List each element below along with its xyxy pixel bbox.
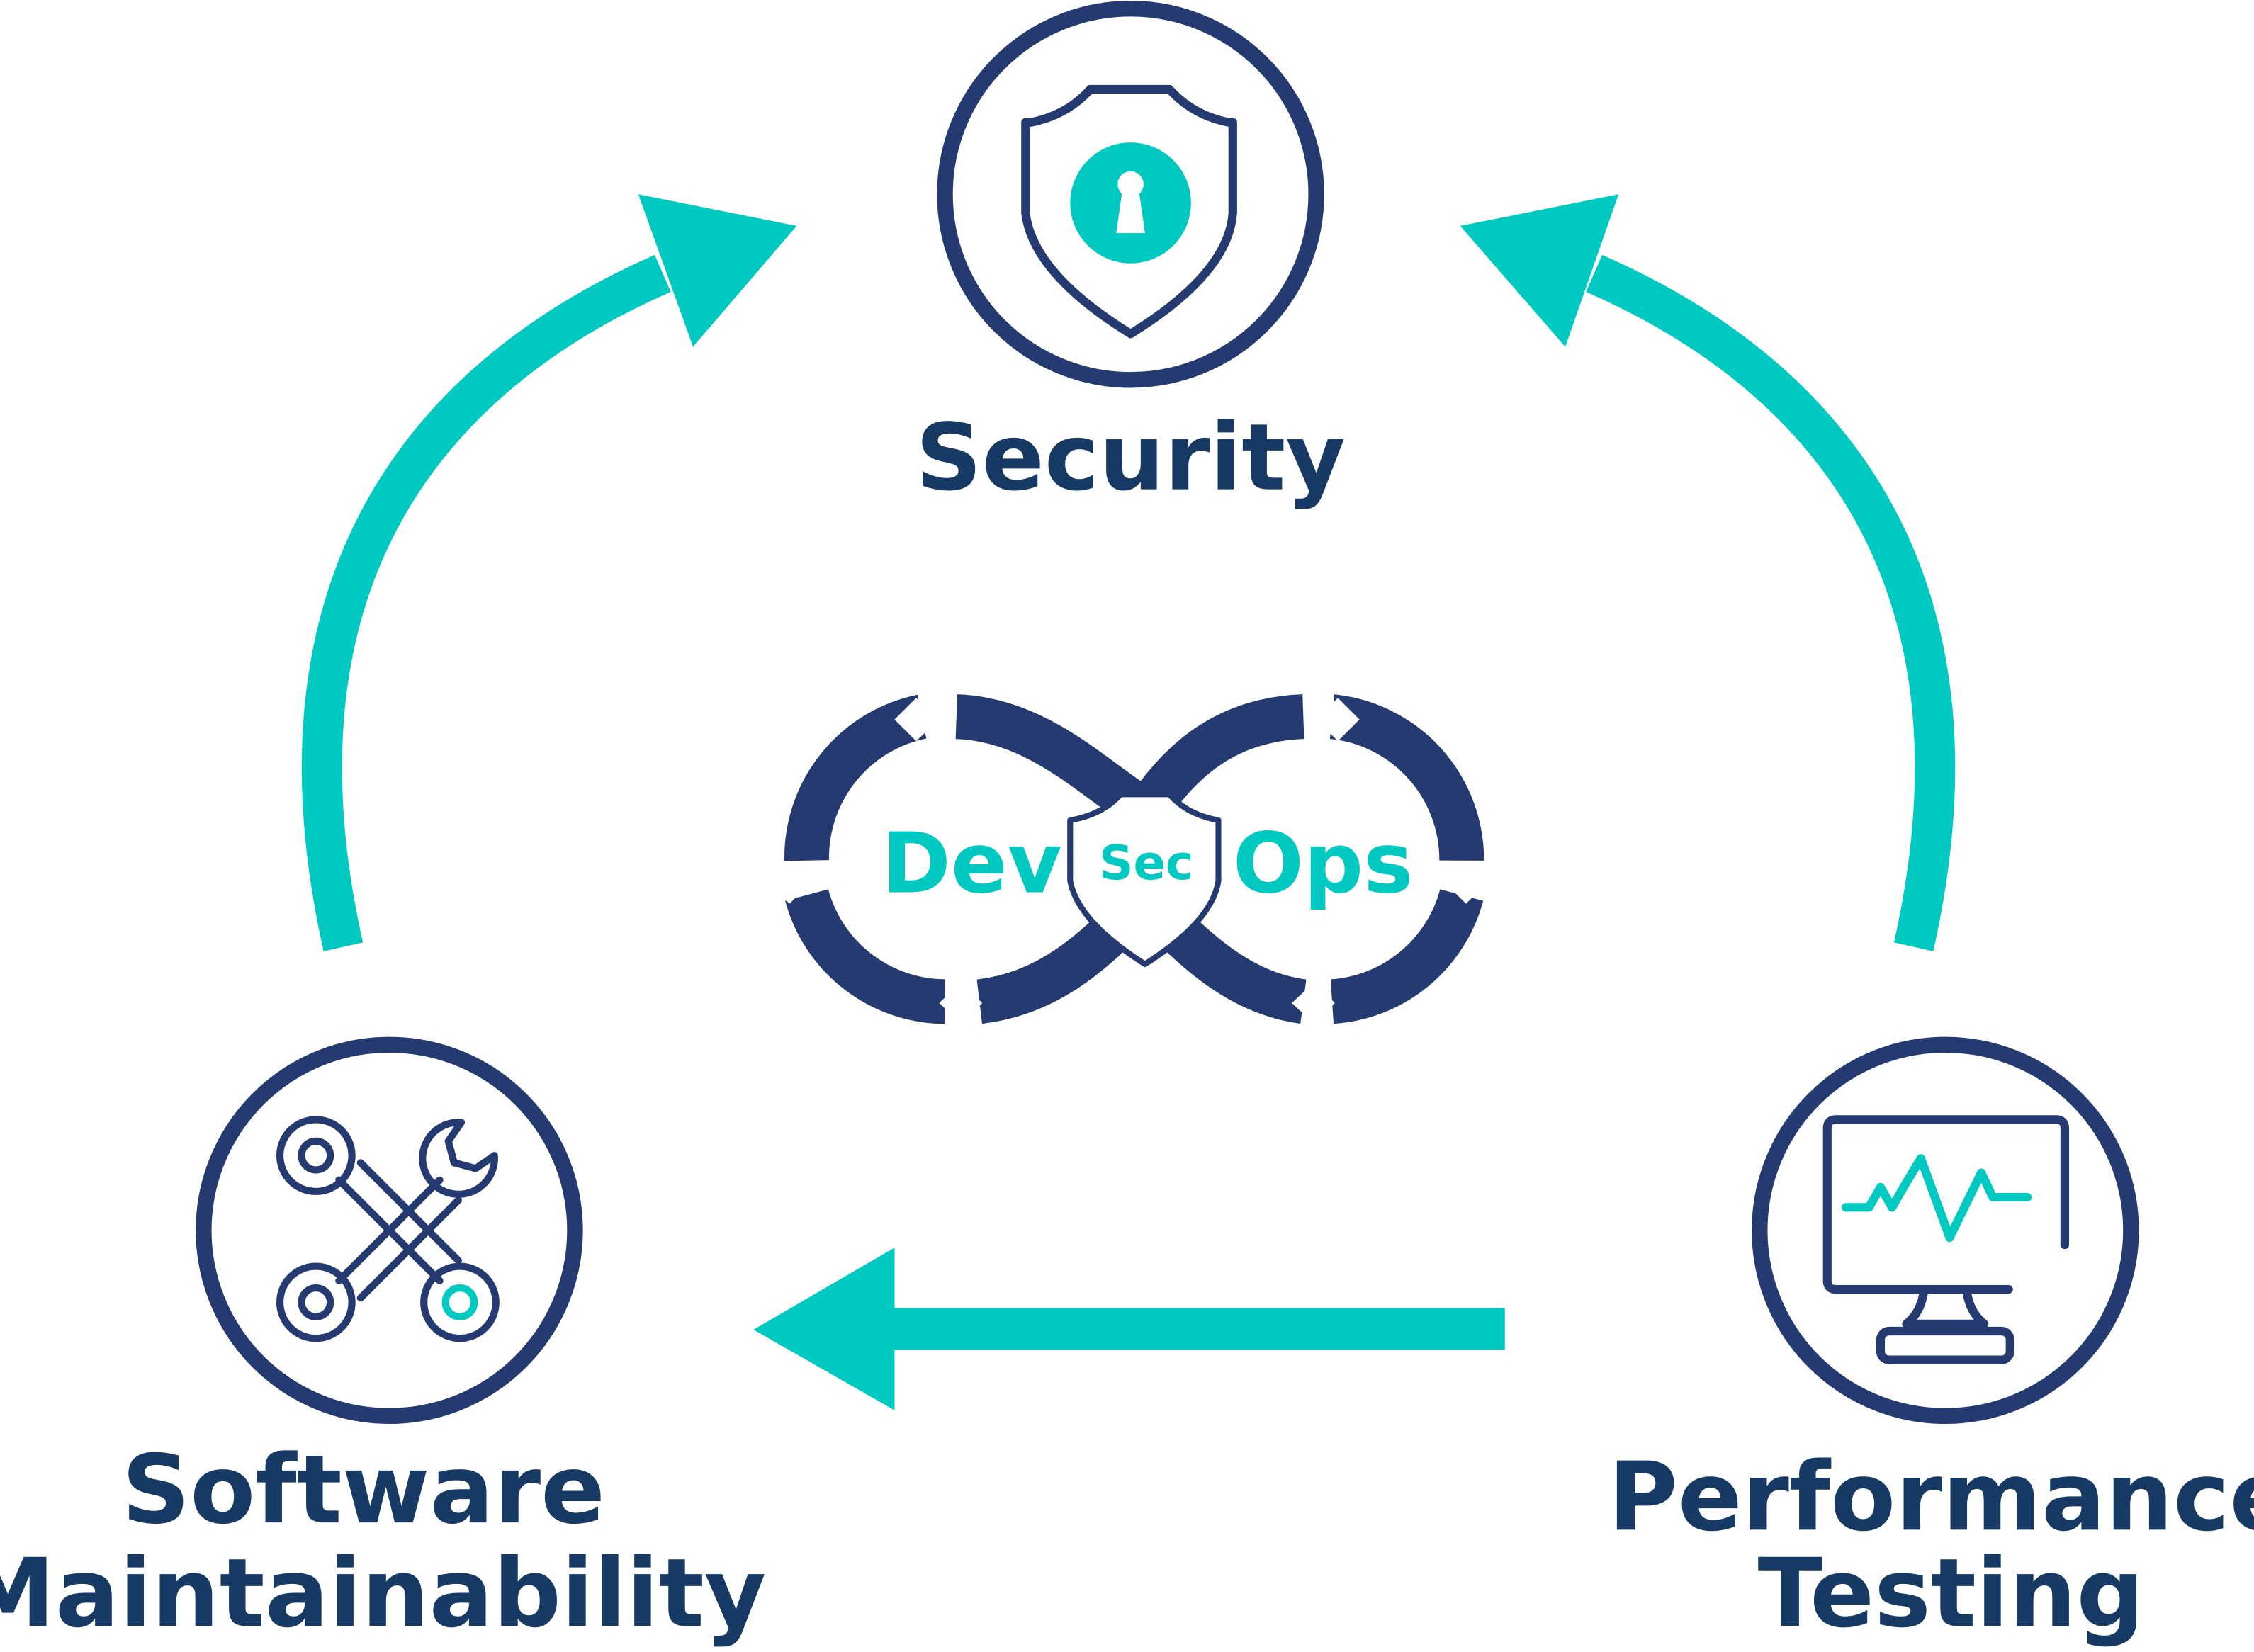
crossed-wrenches-icon xyxy=(276,1116,500,1342)
maintainability-label-line1: Software xyxy=(122,1435,605,1545)
arrow-performance-to-security xyxy=(1586,254,1956,951)
arrow-head-left xyxy=(638,194,797,347)
node-software-maintainability: Software Maintainability xyxy=(0,1036,766,1648)
devsecops-logo: Dev Sec Ops xyxy=(767,694,1488,1024)
node-performance-testing: Performance Testing xyxy=(1608,1036,2254,1648)
arrow-head-bottom xyxy=(753,1248,895,1410)
shield-lock-icon xyxy=(1021,84,1237,339)
logo-ops: Ops xyxy=(1233,815,1414,912)
sec-shield-icon xyxy=(1067,791,1222,968)
arrow-maintainability-to-security xyxy=(301,254,671,951)
logo-dev: Dev xyxy=(881,815,1061,912)
performance-label-line2: Testing xyxy=(1758,1538,2145,1648)
arrow-performance-to-maintainability xyxy=(881,1308,1505,1350)
maintainability-label-line2: Maintainability xyxy=(0,1538,766,1648)
security-label: Security xyxy=(915,404,1346,511)
cycle-arrows xyxy=(301,194,1956,1410)
logo-sec: Sec xyxy=(1099,835,1193,890)
node-security: Security xyxy=(915,1,1346,511)
arrow-head-right xyxy=(1460,194,1619,347)
monitor-pulse-icon xyxy=(1822,1115,2070,1364)
performance-label-line1: Performance xyxy=(1608,1442,2254,1552)
